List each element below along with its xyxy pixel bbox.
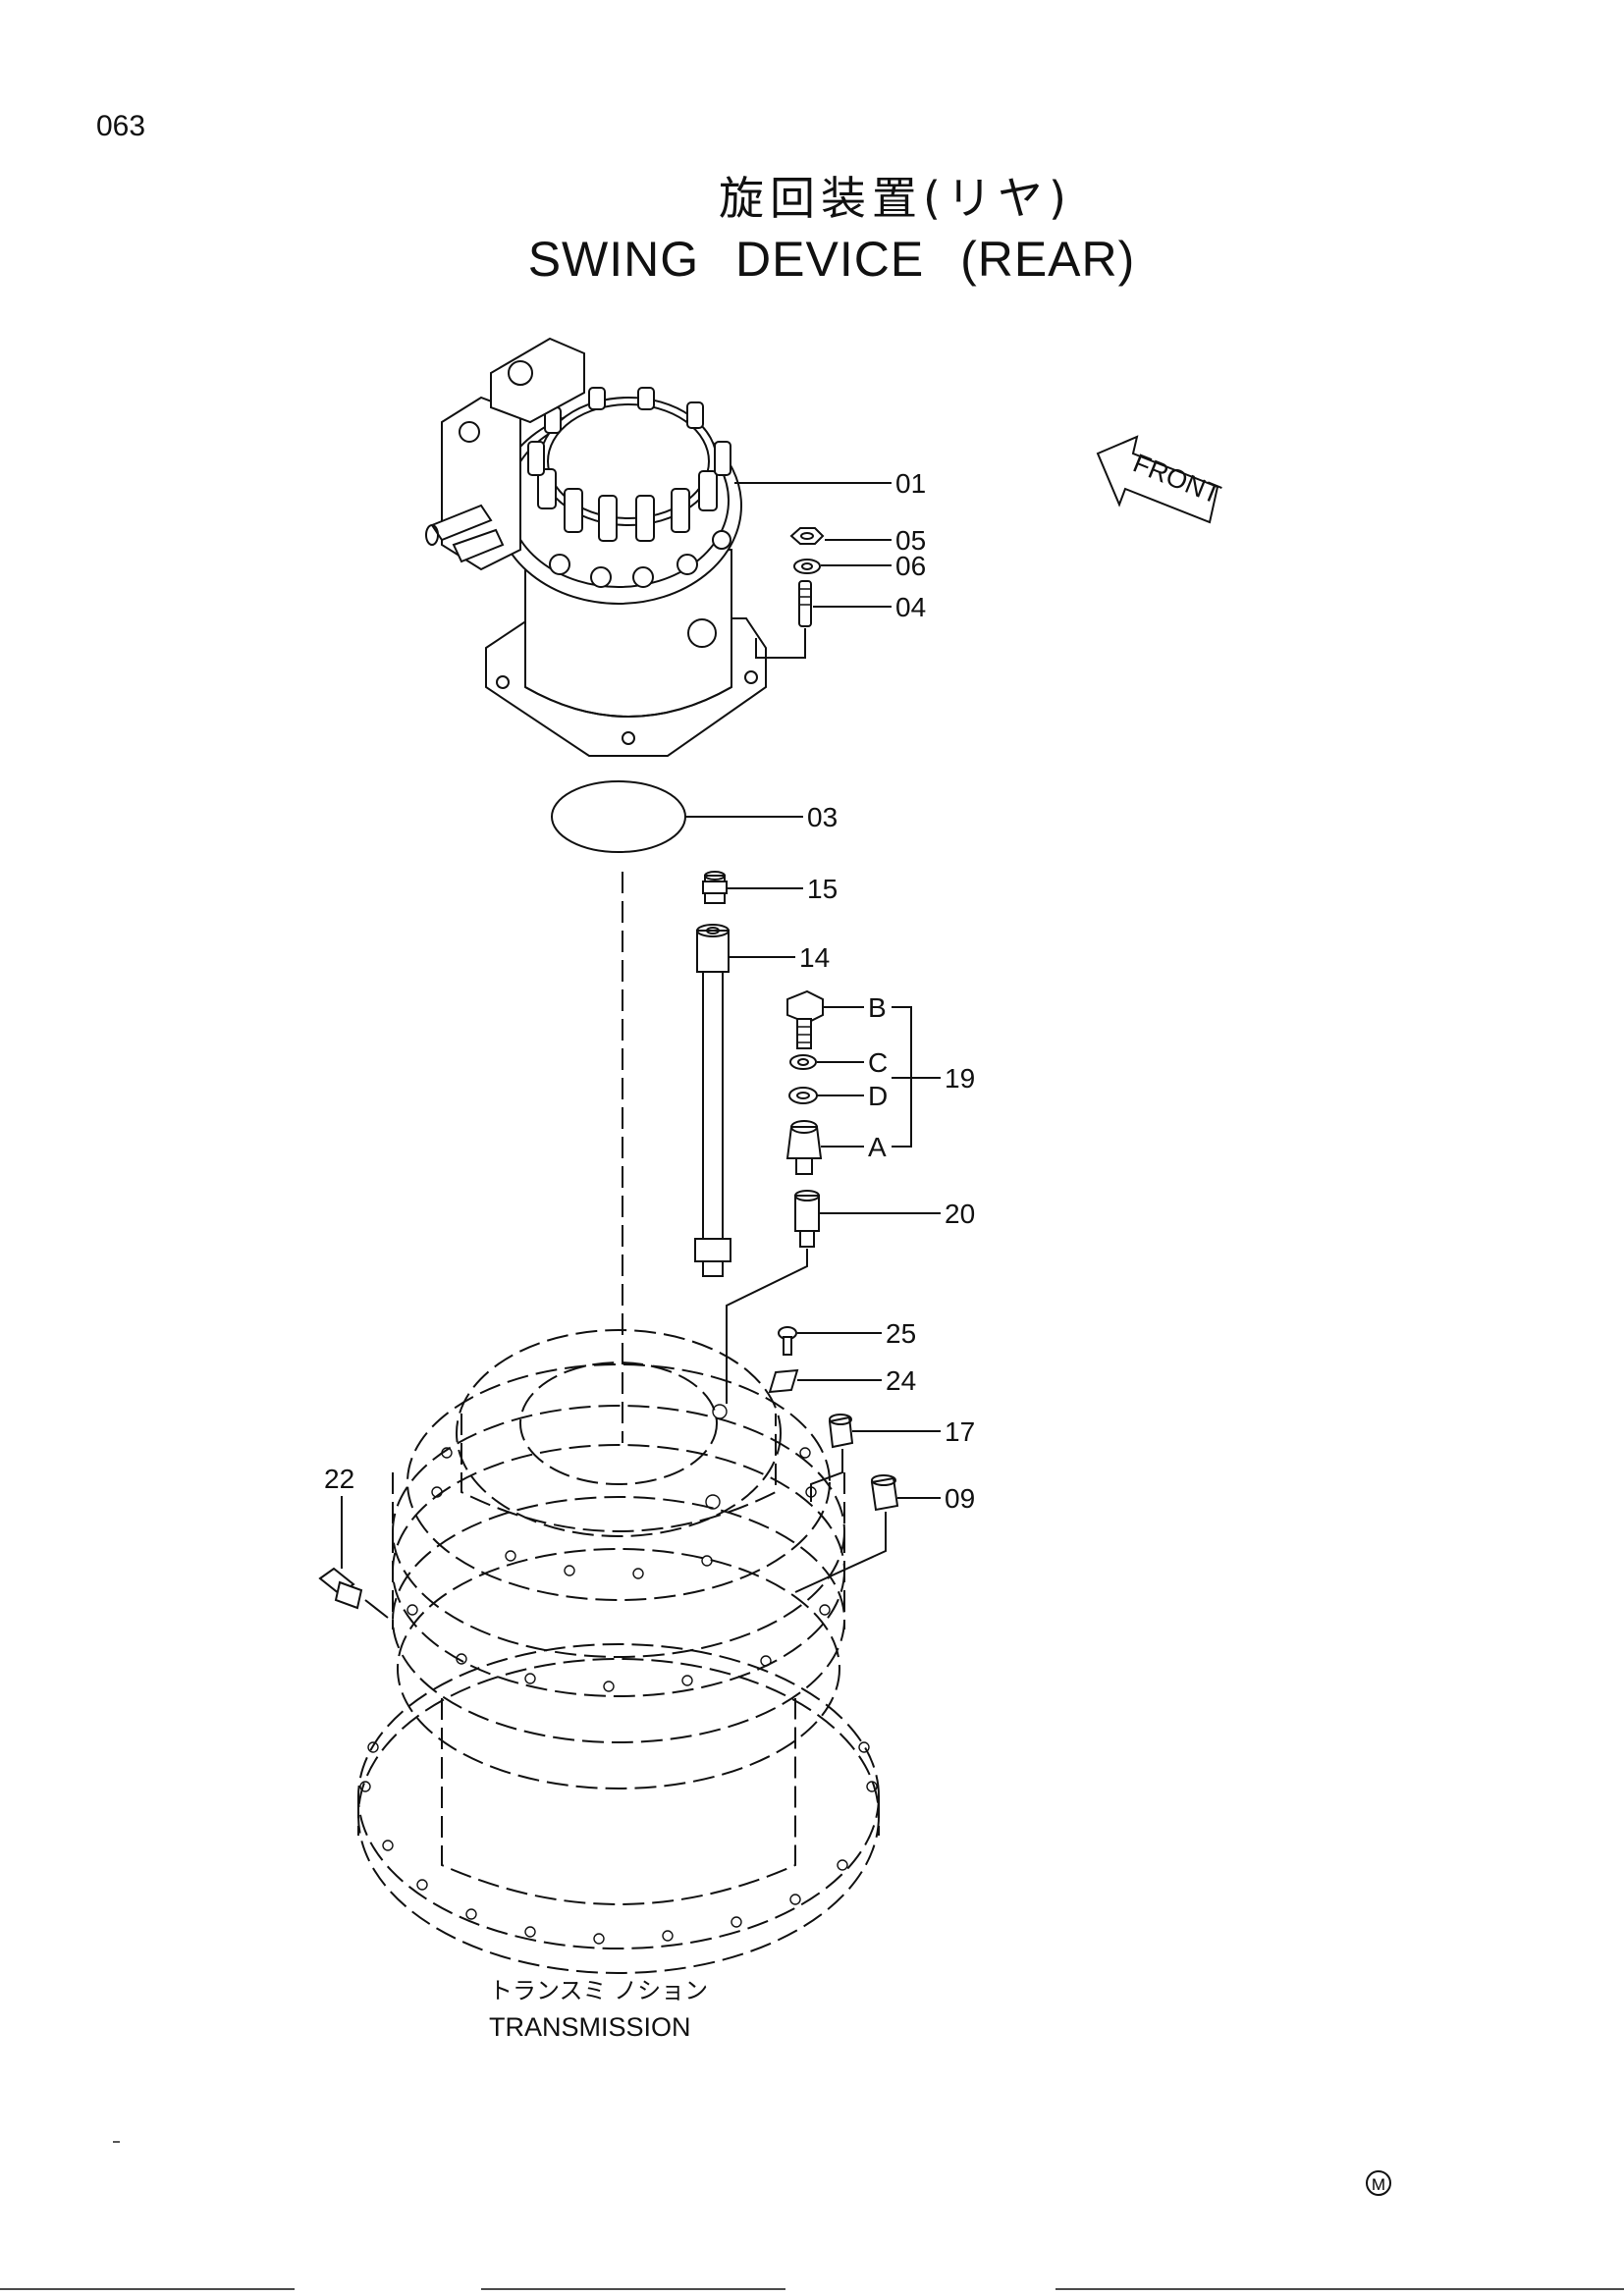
transmission-drawing [357, 872, 880, 1974]
callout-24: 24 [886, 1365, 916, 1396]
circled-m-mark: M [1366, 2170, 1391, 2196]
part-19-a-adapter [785, 1120, 823, 1175]
transmission-label-japanese: トランスミ ノション [489, 1977, 708, 2004]
callout-05: 05 [895, 525, 926, 556]
part-09-plug [794, 1474, 899, 1593]
part-24-plate [768, 1368, 799, 1394]
part-03-o-ring [551, 780, 686, 853]
circled-m-letter: M [1372, 2175, 1385, 2194]
part-19-c-washer [789, 1054, 817, 1070]
part-25-rivet [778, 1326, 797, 1356]
callout-d: D [868, 1081, 888, 1111]
callout-04: 04 [895, 592, 926, 622]
part-19-d-washer [788, 1087, 818, 1104]
callout-06: 06 [895, 551, 926, 581]
callout-19: 19 [945, 1063, 975, 1094]
callout-a: A [868, 1132, 887, 1162]
callout-01: 01 [895, 468, 926, 499]
part-17-plug [810, 1414, 854, 1502]
title-english: SWING DEVICE (REAR) [527, 232, 1136, 287]
part-05-nut [789, 527, 825, 545]
front-arrow: FRONT [1096, 435, 1224, 524]
callout-15: 15 [807, 874, 838, 904]
page-number: 063 [96, 110, 146, 142]
callout-c: C [868, 1047, 888, 1078]
part-14-pipe [694, 924, 731, 1277]
callout-03: 03 [807, 802, 838, 832]
part-15-fitting [702, 871, 728, 904]
transmission-label-english: TRANSMISSION [489, 2012, 691, 2042]
title-block: 旋回装置(リヤ) SWING DEVICE (REAR) [0, 169, 1624, 291]
callout-labels: 01 05 06 04 03 15 14 B C D A 19 20 25 24… [324, 468, 975, 1514]
part-19-b-bolt [786, 989, 824, 1049]
part-06-washer [793, 559, 821, 574]
part-20-fitting [726, 1190, 820, 1404]
part-22-breather [318, 1496, 389, 1619]
part-04-stud [755, 580, 812, 659]
callout-b: B [868, 992, 887, 1023]
callout-22: 22 [324, 1464, 354, 1494]
callout-25: 25 [886, 1318, 916, 1349]
callout-20: 20 [945, 1199, 975, 1229]
callout-14: 14 [799, 942, 830, 973]
title-japanese: 旋回装置(リヤ) [719, 172, 1072, 225]
swing-motor-drawing [425, 337, 767, 757]
leader-lines [685, 482, 941, 1499]
callout-09: 09 [945, 1483, 975, 1514]
callout-17: 17 [945, 1416, 975, 1447]
